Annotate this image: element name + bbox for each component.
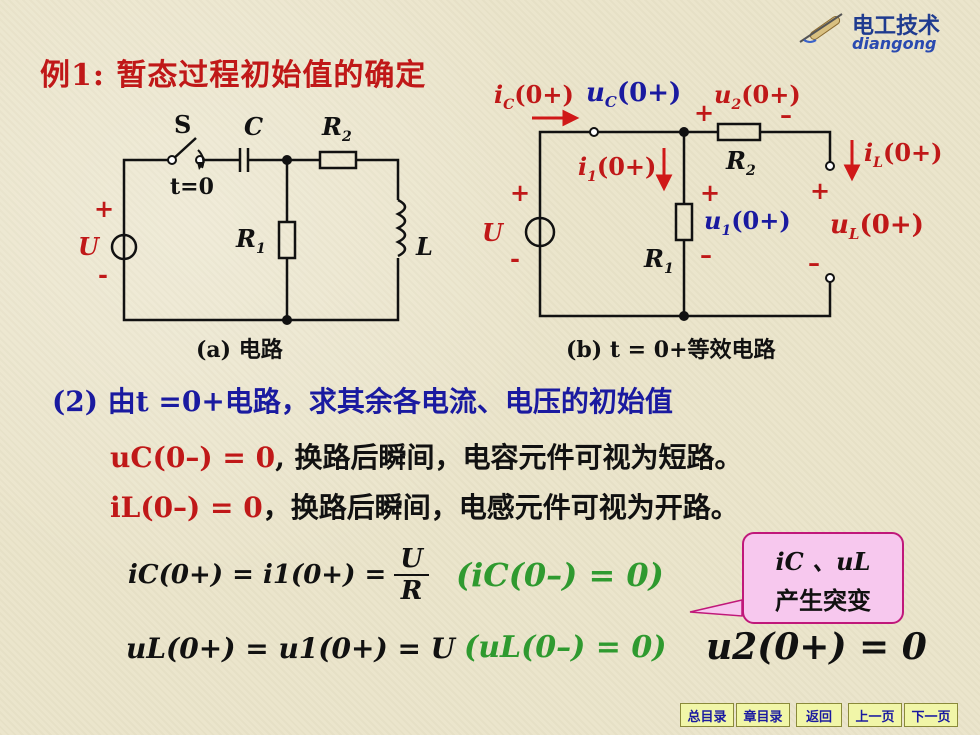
u2-minus: –	[780, 100, 792, 129]
circuit-a-wires	[110, 137, 407, 322]
uc-explanation: , 换路后瞬间，电容元件可视为短路。	[275, 441, 743, 474]
eq1-note: (iC(0–) = 0)	[456, 556, 664, 594]
uc-expression: uC(0–) = 0	[110, 441, 276, 474]
r1-label-a: R1	[236, 224, 266, 257]
il-explanation: ，换路后瞬间，电感元件可视为开路。	[262, 491, 739, 524]
source-label-a: U	[78, 232, 99, 261]
u1-plus: +	[700, 178, 721, 207]
nav-chapter-button[interactable]: 章目录	[736, 703, 790, 727]
il-label: iL(0+)	[864, 138, 943, 171]
source-label-b: U	[482, 218, 503, 247]
il-statement: iL(0–) = 0，换路后瞬间，电感元件可视为开路。	[110, 486, 739, 526]
equation-3: u2(0+) = 0	[706, 626, 927, 668]
nav-next-button[interactable]: 下一页	[904, 703, 958, 727]
equation-1: iC(0+) = i1(0+) = U R	[128, 544, 429, 606]
source-minus-b: -	[510, 244, 520, 273]
caption-b: (b) t = 0+等效电路	[566, 337, 776, 363]
ul-plus: +	[810, 176, 831, 205]
eq1-lhs: iC(0+) = i1(0+) =	[128, 560, 387, 590]
r2-label-b: R2	[726, 146, 756, 179]
switch-label: S	[174, 110, 192, 139]
source-minus-a: -	[98, 260, 108, 289]
caption-a: (a) 电路	[196, 337, 283, 363]
eq1-numerator: U	[394, 544, 429, 576]
r1-label-b: R1	[644, 244, 674, 277]
eq1-fraction: U R	[394, 544, 429, 606]
callout-pointer	[689, 599, 743, 617]
i1-label: i1(0+)	[578, 152, 657, 185]
equation-2: uL(0+) = u1(0+) = U	[126, 632, 456, 665]
u2-plus: +	[694, 98, 715, 127]
switch-time-label: t=0	[170, 174, 214, 200]
source-plus-b: +	[510, 178, 531, 207]
il-expression: iL(0–) = 0	[110, 491, 263, 524]
callout-box: iC 、uL 产生突变	[742, 532, 904, 624]
uc-statement: uC(0–) = 0, 换路后瞬间，电容元件可视为短路。	[110, 436, 743, 476]
callout-line1: iC 、uL	[775, 547, 871, 576]
ul-label: uL(0+)	[830, 210, 924, 244]
uc-label: uC(0+)	[586, 78, 682, 112]
step2-heading: (2) 由t =0+电路，求其余各电流、电压的初始值	[52, 385, 673, 418]
logo-emblem-icon	[799, 13, 843, 43]
inductor-label: L	[416, 232, 433, 261]
u1-label: u1(0+)	[704, 206, 791, 239]
eq1-denominator: R	[400, 576, 423, 606]
ul-minus: –	[808, 248, 820, 277]
r2-label-a: R2	[322, 112, 352, 145]
logo-sub: diangong	[852, 34, 937, 53]
nav-prev-button[interactable]: 上一页	[848, 703, 902, 727]
callout-line2: 产生突变	[775, 586, 871, 615]
current-arrows	[532, 109, 861, 192]
capacitor-label: C	[244, 112, 264, 141]
source-plus-a: +	[94, 194, 115, 223]
nav-contents-button[interactable]: 总目录	[680, 703, 734, 727]
u2-label: u2(0+)	[714, 80, 801, 113]
nav-back-button[interactable]: 返回	[796, 703, 842, 727]
ic-label: iC(0+)	[494, 80, 574, 113]
page-title: 例1: 暂态过程初始值的确定	[40, 58, 427, 93]
logo-brand: 电工技术	[852, 14, 941, 39]
logo: 电工技术 diangong	[790, 6, 970, 54]
eq2-note: (uL(0–) = 0)	[464, 630, 667, 665]
u1-minus: –	[700, 240, 712, 269]
